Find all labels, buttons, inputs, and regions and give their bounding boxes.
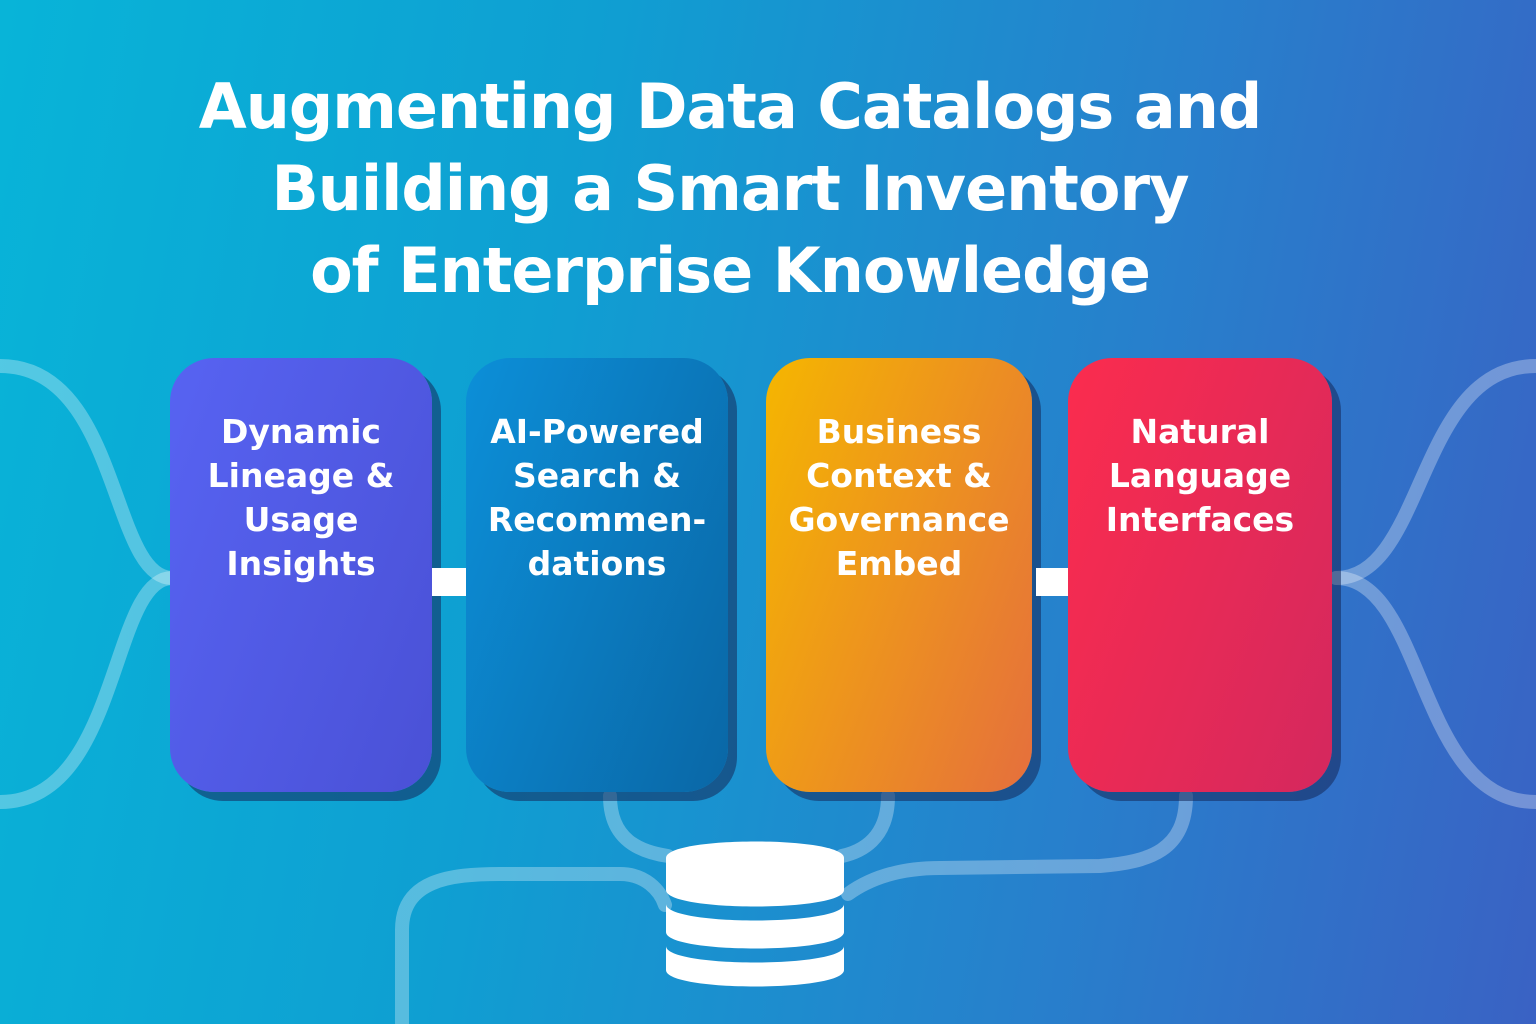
title-line-2: Building a Smart Inventory [271,152,1190,225]
right-upper-curve [1329,359,1536,585]
card-label-line: Dynamic [221,412,381,451]
card-natural-language: Natural Language Interfaces [1068,358,1332,792]
card-ai-search: AI-Powered Search & Recommen- dations [466,358,728,792]
bottom-left-curve [395,867,672,1024]
card-label-line: Business [816,412,982,451]
card-label: AI-Powered Search & Recommen- dations [472,410,722,586]
left-lower-curve [0,571,179,809]
card2-to-db-curve [603,789,675,863]
card-business-context: Business Context & Governance Embed [766,358,1032,792]
card-label-line: Usage [243,500,359,539]
card-label-line: dations [527,544,667,583]
card-label: Natural Language Interfaces [1075,410,1325,542]
card-label-line: Search & [512,456,681,495]
card-label-line: Embed [835,544,963,583]
card-label-line: Insights [226,544,376,583]
card-label-line: Recommen- [487,500,707,539]
card-label-line: Context & [806,456,992,495]
card4-to-db-curve [841,789,1193,901]
card-label-line: Language [1108,456,1292,495]
right-lower-curve [1329,571,1536,809]
card-label-line: Lineage & [207,456,395,495]
card-label-line: AI-Powered [490,412,704,451]
database-icon [666,841,844,987]
card-label-line: Interfaces [1105,500,1295,539]
card-label: Dynamic Lineage & Usage Insights [176,410,426,586]
title-line-1: Augmenting Data Catalogs and [198,70,1263,143]
title-line-3: of Enterprise Knowledge [310,234,1151,307]
card-label-line: Natural [1130,412,1270,451]
card-link-connector [432,568,466,596]
card-dynamic-lineage: Dynamic Lineage & Usage Insights [170,358,432,792]
page-title: Augmenting Data Catalogs and Building a … [130,66,1330,312]
card-label: Business Context & Governance Embed [774,410,1024,586]
card-link-connector [1036,568,1070,596]
left-upper-curve [0,359,179,585]
card-label-line: Governance [788,500,1010,539]
card3-to-db-curve [835,789,895,863]
